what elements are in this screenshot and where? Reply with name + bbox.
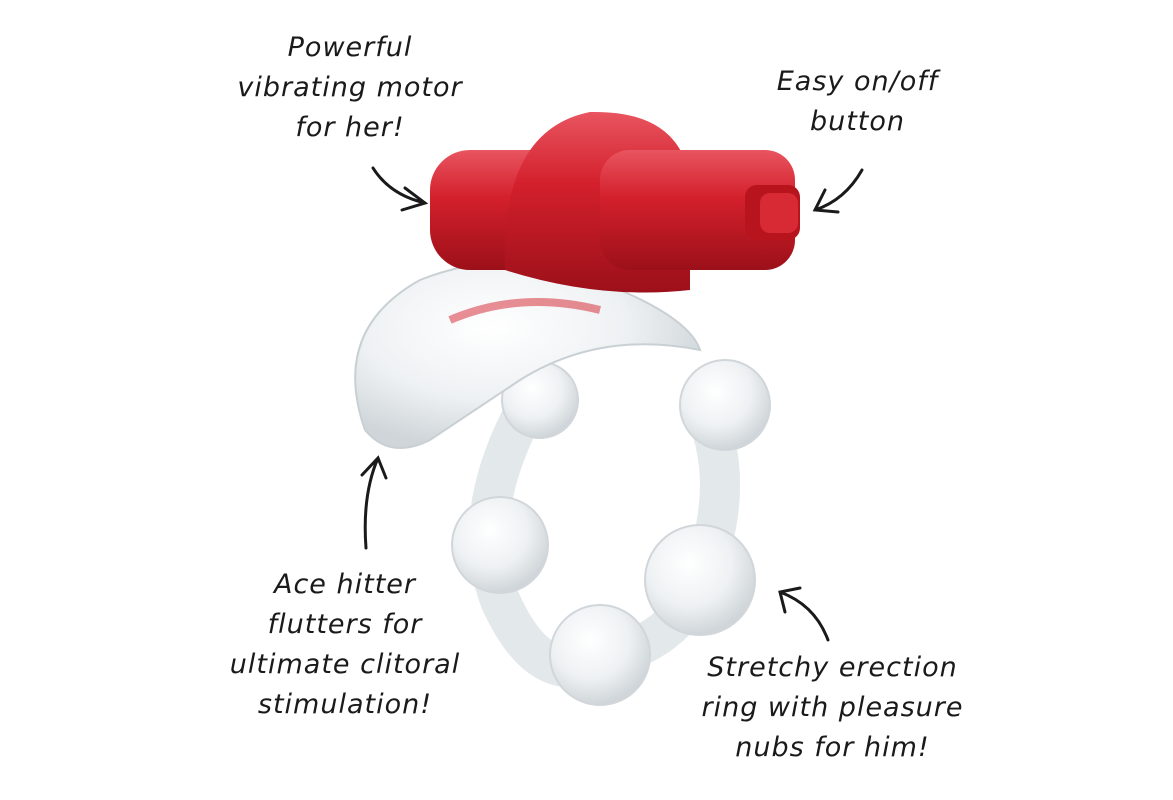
vibrating-motor (430, 111, 795, 293)
callout-line: Easy on/off (776, 66, 939, 97)
on-off-button (745, 185, 800, 240)
callout-line: flutters for (267, 609, 423, 640)
callout-line: nubs for him! (735, 732, 930, 763)
nub (679, 359, 771, 451)
callout-line: for her! (295, 112, 405, 143)
callout-line: Stretchy erection (707, 652, 958, 683)
arrow-icon (778, 586, 830, 642)
callout-hitter: Ace hitter flutters for ultimate clitora… (210, 565, 480, 725)
arrow-icon (371, 166, 429, 212)
nub (644, 524, 756, 636)
callout-line: Powerful (287, 32, 413, 63)
arrows (360, 166, 864, 642)
callout-button: Easy on/off button (755, 62, 960, 142)
erection-ring (451, 359, 771, 706)
arrow-icon (812, 168, 864, 214)
callout-line: stimulation! (257, 689, 433, 720)
nub (549, 604, 651, 706)
callout-line: Ace hitter (273, 569, 416, 600)
callout-line: ultimate clitoral (229, 649, 461, 680)
arrow-icon (360, 455, 388, 550)
callout-line: ring with pleasure (701, 692, 964, 723)
nub (451, 496, 549, 594)
callout-motor: Powerful vibrating motor for her! (225, 28, 475, 148)
callout-ring: Stretchy erection ring with pleasure nub… (685, 648, 980, 768)
callout-line: button (809, 106, 906, 137)
callout-line: vibrating motor (237, 72, 463, 103)
ace-hitter (354, 261, 702, 449)
